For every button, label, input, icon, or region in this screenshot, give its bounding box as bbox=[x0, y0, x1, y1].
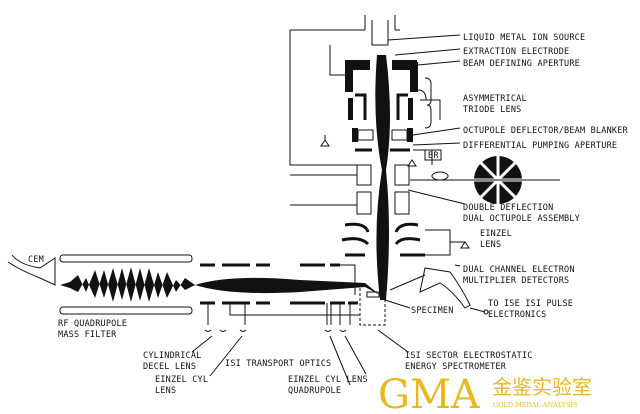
deflector-lower-left bbox=[356, 191, 372, 215]
ion-beam bbox=[375, 55, 390, 300]
aperture-right bbox=[410, 62, 418, 92]
label-mass-filter: MASS FILTER bbox=[58, 330, 117, 340]
motor-icon bbox=[431, 171, 449, 181]
label-cylindrical: CYLINDRICAL bbox=[143, 351, 202, 361]
watermark-brand: GMA bbox=[378, 372, 481, 414]
electrode-leads bbox=[207, 264, 360, 325]
deflector-lower-right bbox=[394, 191, 410, 215]
blanker-left bbox=[352, 128, 358, 142]
watermark-chinese: 金鉴实验室 bbox=[492, 375, 592, 399]
ion-column bbox=[289, 15, 470, 300]
deflector-upper-left bbox=[356, 164, 372, 186]
detector-leads bbox=[389, 274, 486, 313]
octupole-right bbox=[391, 129, 408, 141]
electron-multiplier-icon bbox=[419, 267, 471, 309]
watermark-english: GOLD MEDAL ANALYSIS bbox=[493, 401, 578, 409]
label-decel-lens: DECEL LENS bbox=[143, 362, 196, 372]
label-einzel: EINZEL bbox=[480, 229, 512, 239]
octupole-left bbox=[357, 129, 374, 141]
lead-brackets bbox=[204, 329, 347, 332]
triode-lens-upper bbox=[355, 93, 408, 120]
ion-trajectory bbox=[60, 267, 195, 302]
einzel-wiring bbox=[425, 229, 470, 256]
label-pumping-aperture: DIFFERENTIAL PUMPING APERTURE bbox=[463, 141, 617, 151]
label-extraction-electrode: EXTRACTION ELECTRODE bbox=[463, 47, 569, 57]
transport-optics bbox=[59, 254, 386, 332]
wiring bbox=[289, 30, 441, 206]
label-double-deflection: DOUBLE DEFLECTION bbox=[463, 203, 553, 213]
label-rf-quadrupole: RF QUADRUPOLE bbox=[58, 319, 127, 329]
ground-icon bbox=[320, 135, 330, 147]
label-ion-source: LIQUID METAL ION SOURCE bbox=[463, 33, 585, 43]
blanker-right bbox=[407, 128, 413, 142]
label-leaders bbox=[191, 34, 466, 386]
quadrupole-rod-top bbox=[59, 254, 193, 263]
label-to-ise: TO ISE ISI PULSE bbox=[488, 299, 573, 309]
extraction-electrode-right bbox=[392, 60, 417, 70]
label-triode-lens: TRIODE LENS bbox=[463, 105, 522, 115]
gma-watermark-logo: GMA 金鉴实验室 GOLD MEDAL ANALYSIS bbox=[378, 372, 592, 414]
label-quadrupole: QUADRUPOLE bbox=[288, 386, 341, 396]
secondary-ion-beam bbox=[195, 277, 380, 295]
label-lens: LENS bbox=[480, 240, 501, 250]
label-multiplier: MULTIPLIER DETECTORS bbox=[463, 276, 569, 286]
triode-lens-right bbox=[408, 98, 413, 120]
ion-source-icon bbox=[371, 20, 389, 46]
label-octupole-deflector: OCTUPOLE DEFLECTOR/BEAM BLANKER bbox=[463, 126, 629, 136]
connector-icon bbox=[483, 309, 489, 315]
specimen-stage bbox=[366, 291, 380, 298]
deflector-upper-right bbox=[394, 164, 410, 186]
label-cem: CEM bbox=[28, 255, 44, 265]
extraction-electrode-left bbox=[345, 60, 370, 70]
br-box bbox=[424, 149, 442, 161]
label-electronics: ELECTRONICS bbox=[488, 310, 547, 320]
label-einzel-cyl-lens-2: EINZEL CYL LENS bbox=[288, 375, 368, 385]
source-leads bbox=[364, 15, 396, 30]
label-isi-transport: ISI TRANSPORT OPTICS bbox=[225, 359, 331, 369]
spectrometer-box bbox=[359, 288, 386, 326]
triode-brace bbox=[424, 77, 432, 129]
quadrupole-rod-bottom bbox=[59, 306, 193, 315]
label-specimen: SPECIMEN bbox=[411, 306, 454, 316]
aperture-left bbox=[345, 70, 353, 92]
br-label: BR bbox=[428, 151, 439, 161]
label-beam-aperture: BEAM DEFINING APERTURE bbox=[463, 59, 580, 69]
label-dual-channel: DUAL CHANNEL ELECTRON bbox=[463, 265, 575, 275]
label-einzel-cyl-lens: LENS bbox=[155, 386, 176, 396]
einzel-lens-electrodes bbox=[341, 222, 425, 257]
label-asymmetrical: ASYMMETRICAL bbox=[463, 94, 527, 104]
cem-detector-icon bbox=[7, 254, 56, 286]
ground-icon bbox=[407, 159, 417, 167]
label-dual-octupole: DUAL OCTUPOLE ASSEMBLY bbox=[463, 214, 580, 224]
label-energy-spectrometer: ENERGY SPECTROMETER bbox=[405, 362, 507, 372]
label-isi-sector: ISI SECTOR ELECTROSTATIC bbox=[405, 351, 533, 361]
label-einzel-cyl: EINZEL CYL bbox=[155, 375, 208, 385]
triode-lens-left bbox=[348, 98, 353, 120]
